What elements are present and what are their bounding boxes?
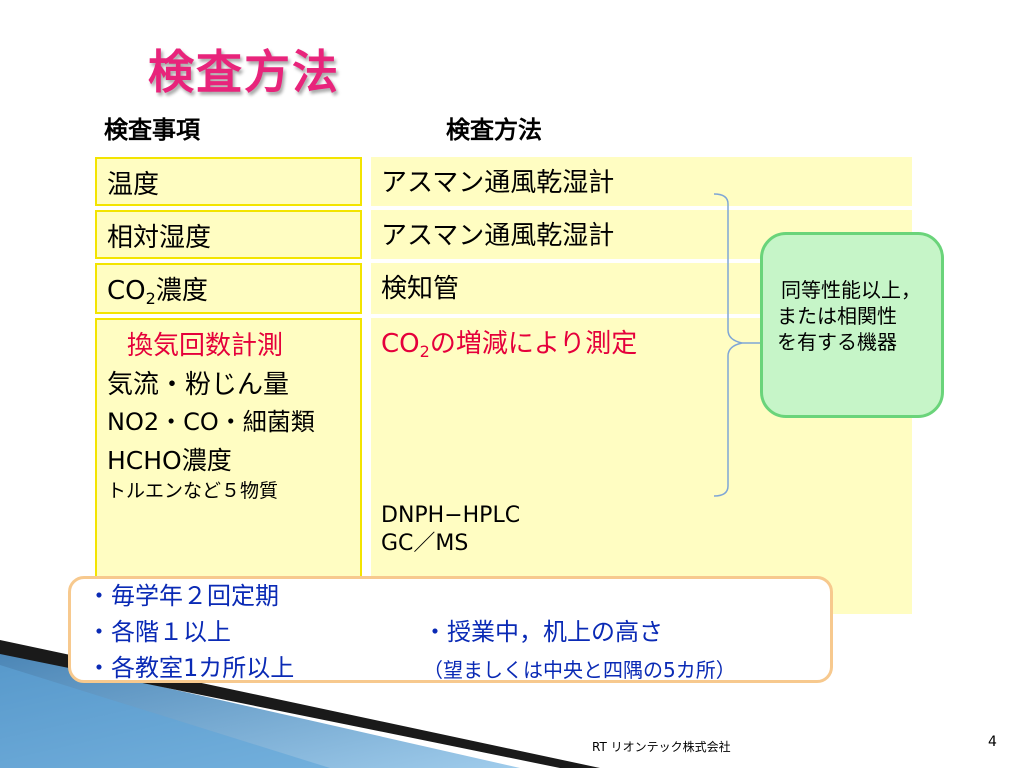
note-during-class: ・授業中，机上の高さ — [423, 618, 663, 646]
group-item-airflow-dust: 気流・粉じん量 — [107, 369, 290, 400]
row-temperature-item: 温度 — [95, 157, 362, 206]
note-each-floor: ・各階１以上 — [87, 618, 231, 646]
note-preferred-points: （望ましくは中央と四隅の5カ所） — [423, 658, 736, 682]
co2-item-subscript: 2 — [145, 289, 156, 308]
method-co2-prefix: CO — [381, 329, 420, 359]
callout-line-2: または相関性 — [777, 304, 897, 328]
right-brace — [714, 193, 760, 497]
header-inspection-item: 検査事項 — [104, 116, 200, 144]
callout-line-3: を有する機器 — [777, 330, 897, 354]
row-co2-item: CO2濃度 — [95, 263, 362, 314]
header-inspection-method: 検査方法 — [446, 116, 542, 144]
page-number: 4 — [988, 734, 997, 750]
method-dnph-hplc: DNPH−HPLC — [381, 503, 521, 528]
row-humidity-item: 相対湿度 — [95, 210, 362, 259]
footer-company: RT リオンテック株式会社 — [592, 740, 731, 754]
note-each-classroom: ・各教室1カ所以上 — [87, 654, 295, 682]
method-co2-change: CO2の増減により測定 — [381, 328, 912, 362]
note-twice-yearly: ・毎学年２回定期 — [87, 582, 279, 610]
co2-item-prefix: CO — [107, 276, 146, 306]
co2-item-tail: 濃度 — [155, 276, 208, 306]
method-co2-tail: の増減により測定 — [429, 329, 638, 359]
slide-title: 検査方法 — [148, 45, 340, 99]
group-items: 換気回数計測 気流・粉じん量 NO2・CO・細菌類 HCHO濃度 トルエンなど５… — [95, 318, 362, 583]
group-item-no2-co-bacteria: NO2・CO・細菌類 — [107, 408, 315, 436]
equivalent-device-callout: 同等性能以上， または相関性 を有する機器 — [760, 232, 944, 418]
group-item-ventilation: 換気回数計測 — [127, 331, 284, 361]
method-gc-ms: GC／MS — [381, 530, 469, 556]
method-co2-subscript: 2 — [419, 342, 430, 361]
row-temperature-method: アスマン通風乾湿計 — [371, 157, 912, 206]
group-item-toluene: トルエンなど５物質 — [107, 480, 279, 503]
measurement-notes: ・毎学年２回定期 ・各階１以上 ・各教室1カ所以上 ・授業中，机上の高さ （望ま… — [68, 576, 833, 683]
group-item-hcho: HCHO濃度 — [107, 446, 232, 475]
callout-line-1: 同等性能以上， — [781, 278, 921, 302]
